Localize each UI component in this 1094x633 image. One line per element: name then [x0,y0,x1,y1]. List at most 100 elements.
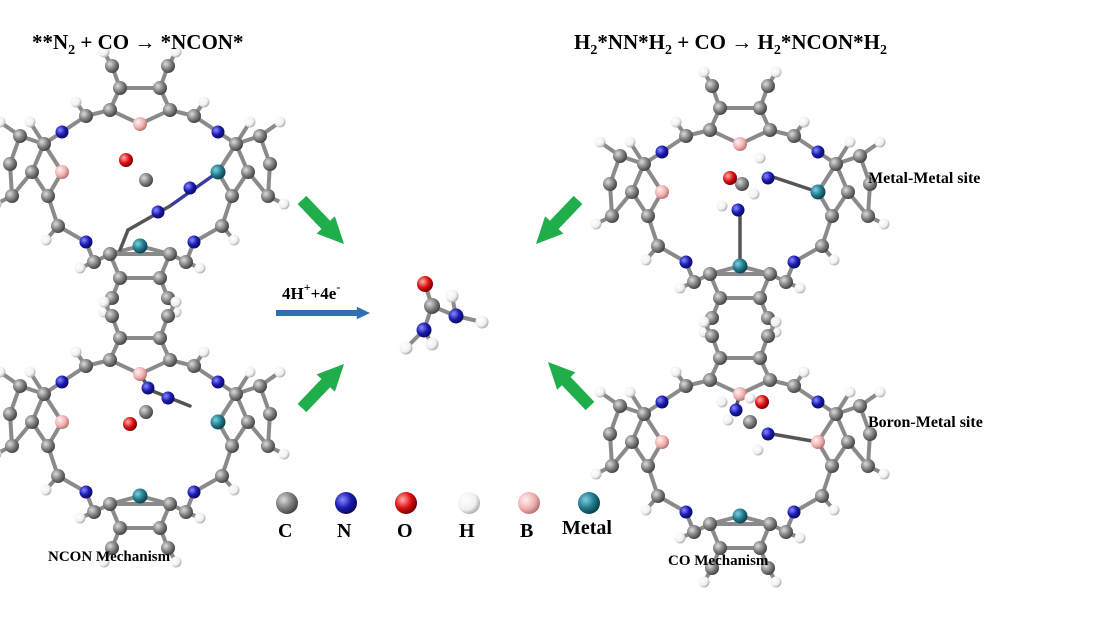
atom [655,435,669,449]
atom [170,556,182,568]
atom [640,254,652,266]
atom [198,96,210,108]
atom [113,271,127,285]
atom [113,331,127,345]
legend-label-b: B [520,520,534,542]
atom [225,439,239,453]
atom [753,351,767,365]
atom [670,366,682,378]
atom [698,66,710,78]
atom [105,541,119,555]
atom [0,200,2,208]
atom [763,267,777,281]
atom [187,235,201,249]
legend-swatch-metal [578,492,600,514]
atom [705,561,719,575]
atom [815,489,829,503]
atom [163,247,177,261]
atom [87,255,101,269]
atom [133,367,147,381]
adsorbate-atom [141,381,155,395]
atom [655,185,669,199]
adsorbate-atom [123,417,137,431]
legend-label-metal: Metal [562,517,612,539]
legend-swatch-n [335,492,357,514]
atom [37,137,51,151]
atom [679,379,693,393]
equation-right: H2*NN*H2 + CO → H2*NCON*H2 [574,30,887,58]
atom [874,136,886,148]
atom [794,532,806,544]
adsorbate-atom [735,177,749,191]
atom [861,209,875,223]
atom [787,379,801,393]
atom [637,407,651,421]
atom [698,576,710,588]
atom [79,235,93,249]
atom [163,103,177,117]
atom [798,366,810,378]
legend-label-n: N [337,520,352,542]
atom [703,123,717,137]
atom [713,101,727,115]
atom [829,407,843,421]
atom [194,512,206,524]
adsorbate-atom [761,427,775,441]
atom [105,309,119,323]
legend-label-c: C [278,520,293,542]
atom [24,116,36,128]
atom [863,427,877,441]
atom [79,359,93,373]
atom [74,262,86,274]
green-arrow-bottom-left [297,364,345,413]
atom [133,117,147,131]
molecule [590,316,890,588]
atom [278,198,290,210]
atom [590,468,602,480]
adsorbate-atom [744,392,756,404]
adsorbate-atom [161,391,175,405]
atom [263,157,277,171]
atom [787,505,801,519]
atom [103,103,117,117]
atom [170,46,182,58]
atom [163,497,177,511]
adsorbate-atom [761,171,775,185]
atom [594,386,606,398]
adsorbate-atom [119,153,133,167]
adsorbate-atom [151,205,165,219]
molecule [0,46,290,318]
atom [241,415,255,429]
atom [779,275,793,289]
green-arrow-bottom-right [547,362,595,411]
atom [51,469,65,483]
atom [825,459,839,473]
atom [103,247,117,261]
ncon-mechanism-label: NCON Mechanism [48,549,171,565]
legend-swatch-o [395,492,417,514]
atom [733,137,747,151]
atom [703,373,717,387]
adsorbate-atom [716,200,728,212]
adsorbate-atom [743,415,757,429]
atom [153,521,167,535]
atom [210,164,226,180]
atom [0,450,2,458]
atom [878,468,890,480]
atom [41,189,55,203]
atom [841,185,855,199]
atom [651,239,665,253]
atom [253,129,267,143]
atom [187,109,201,123]
atom [753,291,767,305]
atom [229,387,243,401]
atom [705,79,719,93]
atom [794,282,806,294]
legend-label-o: O [397,520,413,542]
atom [828,254,840,266]
atom [603,427,617,441]
atom [655,395,669,409]
atom [637,157,651,171]
